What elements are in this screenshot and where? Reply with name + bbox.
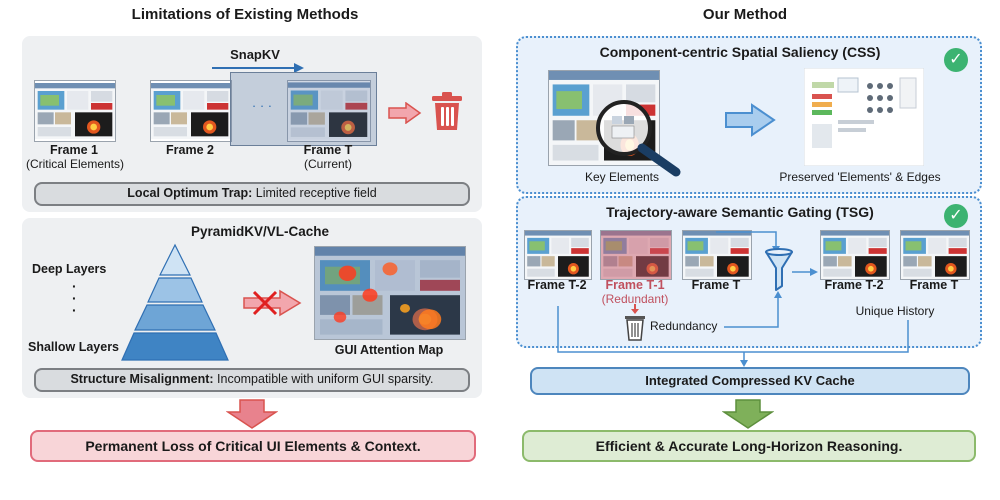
blocked-arrow	[243, 289, 302, 317]
down-arrow-icon	[722, 399, 774, 429]
mis-bold: Structure Misalignment:	[70, 372, 214, 386]
trap-bold: Local Optimum Trap:	[127, 186, 253, 200]
trash-icon	[625, 304, 645, 341]
magnifier-icon	[596, 100, 681, 177]
frame1-sublabel: (Critical Elements)	[25, 157, 124, 171]
out-frame-t-label: Frame T	[909, 278, 959, 292]
check-icon: ✓	[944, 204, 968, 228]
window-ellipsis: · · ·	[251, 98, 273, 113]
frame2-label: Frame 2	[166, 143, 214, 157]
right-title: Our Method	[702, 6, 788, 23]
local-optimum-bar: Local Optimum Trap: Limited receptive fi…	[34, 182, 470, 206]
mis-text: Incompatible with uniform GUI sparsity.	[213, 372, 434, 386]
frame1-label: Frame 1	[50, 143, 98, 157]
structure-misalignment-bar: Structure Misalignment: Incompatible wit…	[34, 368, 470, 392]
down-arrow-icon	[226, 399, 278, 429]
snapkv-title: SnapKV	[230, 47, 280, 62]
tsg-redundant-label: (Redundant)	[601, 292, 669, 306]
check-icon: ✓	[944, 48, 968, 72]
funnel-icon	[765, 248, 793, 291]
sliding-window	[230, 72, 377, 146]
deep-layers-label: Deep Layers	[32, 262, 107, 276]
left-result-bar: Permanent Loss of Critical UI Elements &…	[30, 430, 476, 462]
redundancy-label: Redundancy	[650, 319, 718, 333]
gui-attention-label: GUI Attention Map	[334, 343, 444, 357]
key-elements-label: Key Elements	[584, 170, 660, 184]
preserved-label: Preserved 'Elements' & Edges	[779, 170, 941, 184]
pyramid-icon	[121, 243, 229, 361]
shallow-layers-label: Shallow Layers	[28, 340, 120, 354]
frame1-thumbnail	[34, 80, 116, 142]
tsg-title: Trajectory-aware Semantic Gating (TSG)	[606, 204, 874, 220]
out-frame-t2-thumbnail	[820, 230, 890, 280]
gui-attention-map	[314, 246, 466, 340]
trap-text: Limited receptive field	[252, 186, 377, 200]
preserved-elements-thumbnail	[804, 68, 924, 166]
trash-icon	[432, 92, 462, 130]
right-result-bar: Efficient & Accurate Long-Horizon Reason…	[522, 430, 976, 462]
pyramid-title: PyramidKV/VL-Cache	[190, 224, 330, 239]
frame2-thumbnail	[150, 80, 232, 142]
frameT-thumbnail	[287, 80, 371, 142]
css-title: Component-centric Spatial Saliency (CSS)	[599, 44, 881, 60]
kv-cache-bar: Integrated Compressed KV Cache	[530, 367, 970, 395]
tsg-connectors	[557, 231, 909, 367]
tsg-frame-t1-label: Frame T-1	[605, 278, 665, 292]
out-frame-t2-label: Frame T-2	[824, 278, 884, 292]
out-frame-t-thumbnail	[900, 230, 970, 280]
layer-dots: · · ·	[72, 278, 77, 318]
css-right-arrow	[725, 103, 776, 137]
tsg-frame-t1-thumbnail	[600, 230, 672, 280]
snapkv-arrow	[212, 63, 304, 73]
frameT-sublabel: (Current)	[303, 157, 352, 171]
tsg-frame-t2-thumbnail	[524, 230, 592, 280]
tsg-frame-t-thumbnail	[682, 230, 752, 280]
right-arrow-icon	[388, 102, 422, 124]
unique-history-label: Unique History	[855, 304, 935, 318]
tsg-frame-t-label: Frame T	[691, 278, 741, 292]
tsg-frame-t2-label: Frame T-2	[527, 278, 587, 292]
left-title: Limitations of Existing Methods	[131, 6, 359, 23]
frameT-label: Frame T	[303, 143, 353, 157]
